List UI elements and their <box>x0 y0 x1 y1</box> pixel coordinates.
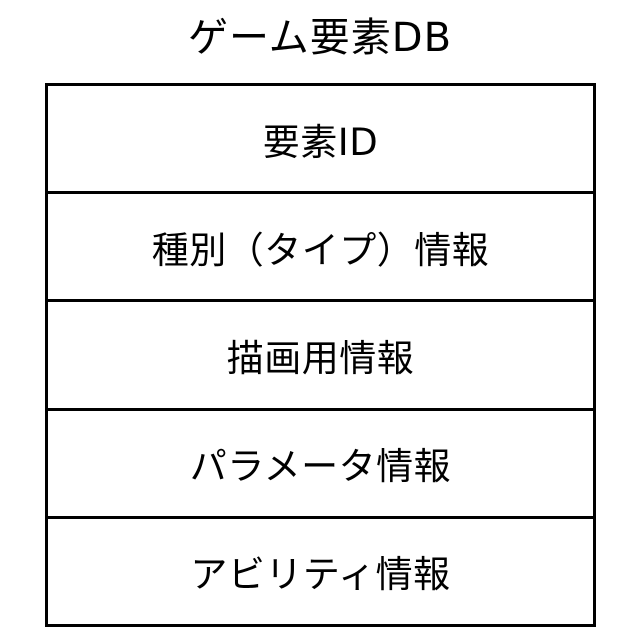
field-parameter-info: パラメータ情報 <box>48 408 593 516</box>
database-table: 要素ID 種別（タイプ）情報 描画用情報 パラメータ情報 アビリティ情報 <box>45 83 596 627</box>
diagram-title: ゲーム要素DB <box>0 12 640 64</box>
field-ability-info: アビリティ情報 <box>48 516 593 624</box>
field-rendering-info: 描画用情報 <box>48 299 593 407</box>
field-type-info: 種別（タイプ）情報 <box>48 191 593 299</box>
field-element-id: 要素ID <box>48 86 593 191</box>
